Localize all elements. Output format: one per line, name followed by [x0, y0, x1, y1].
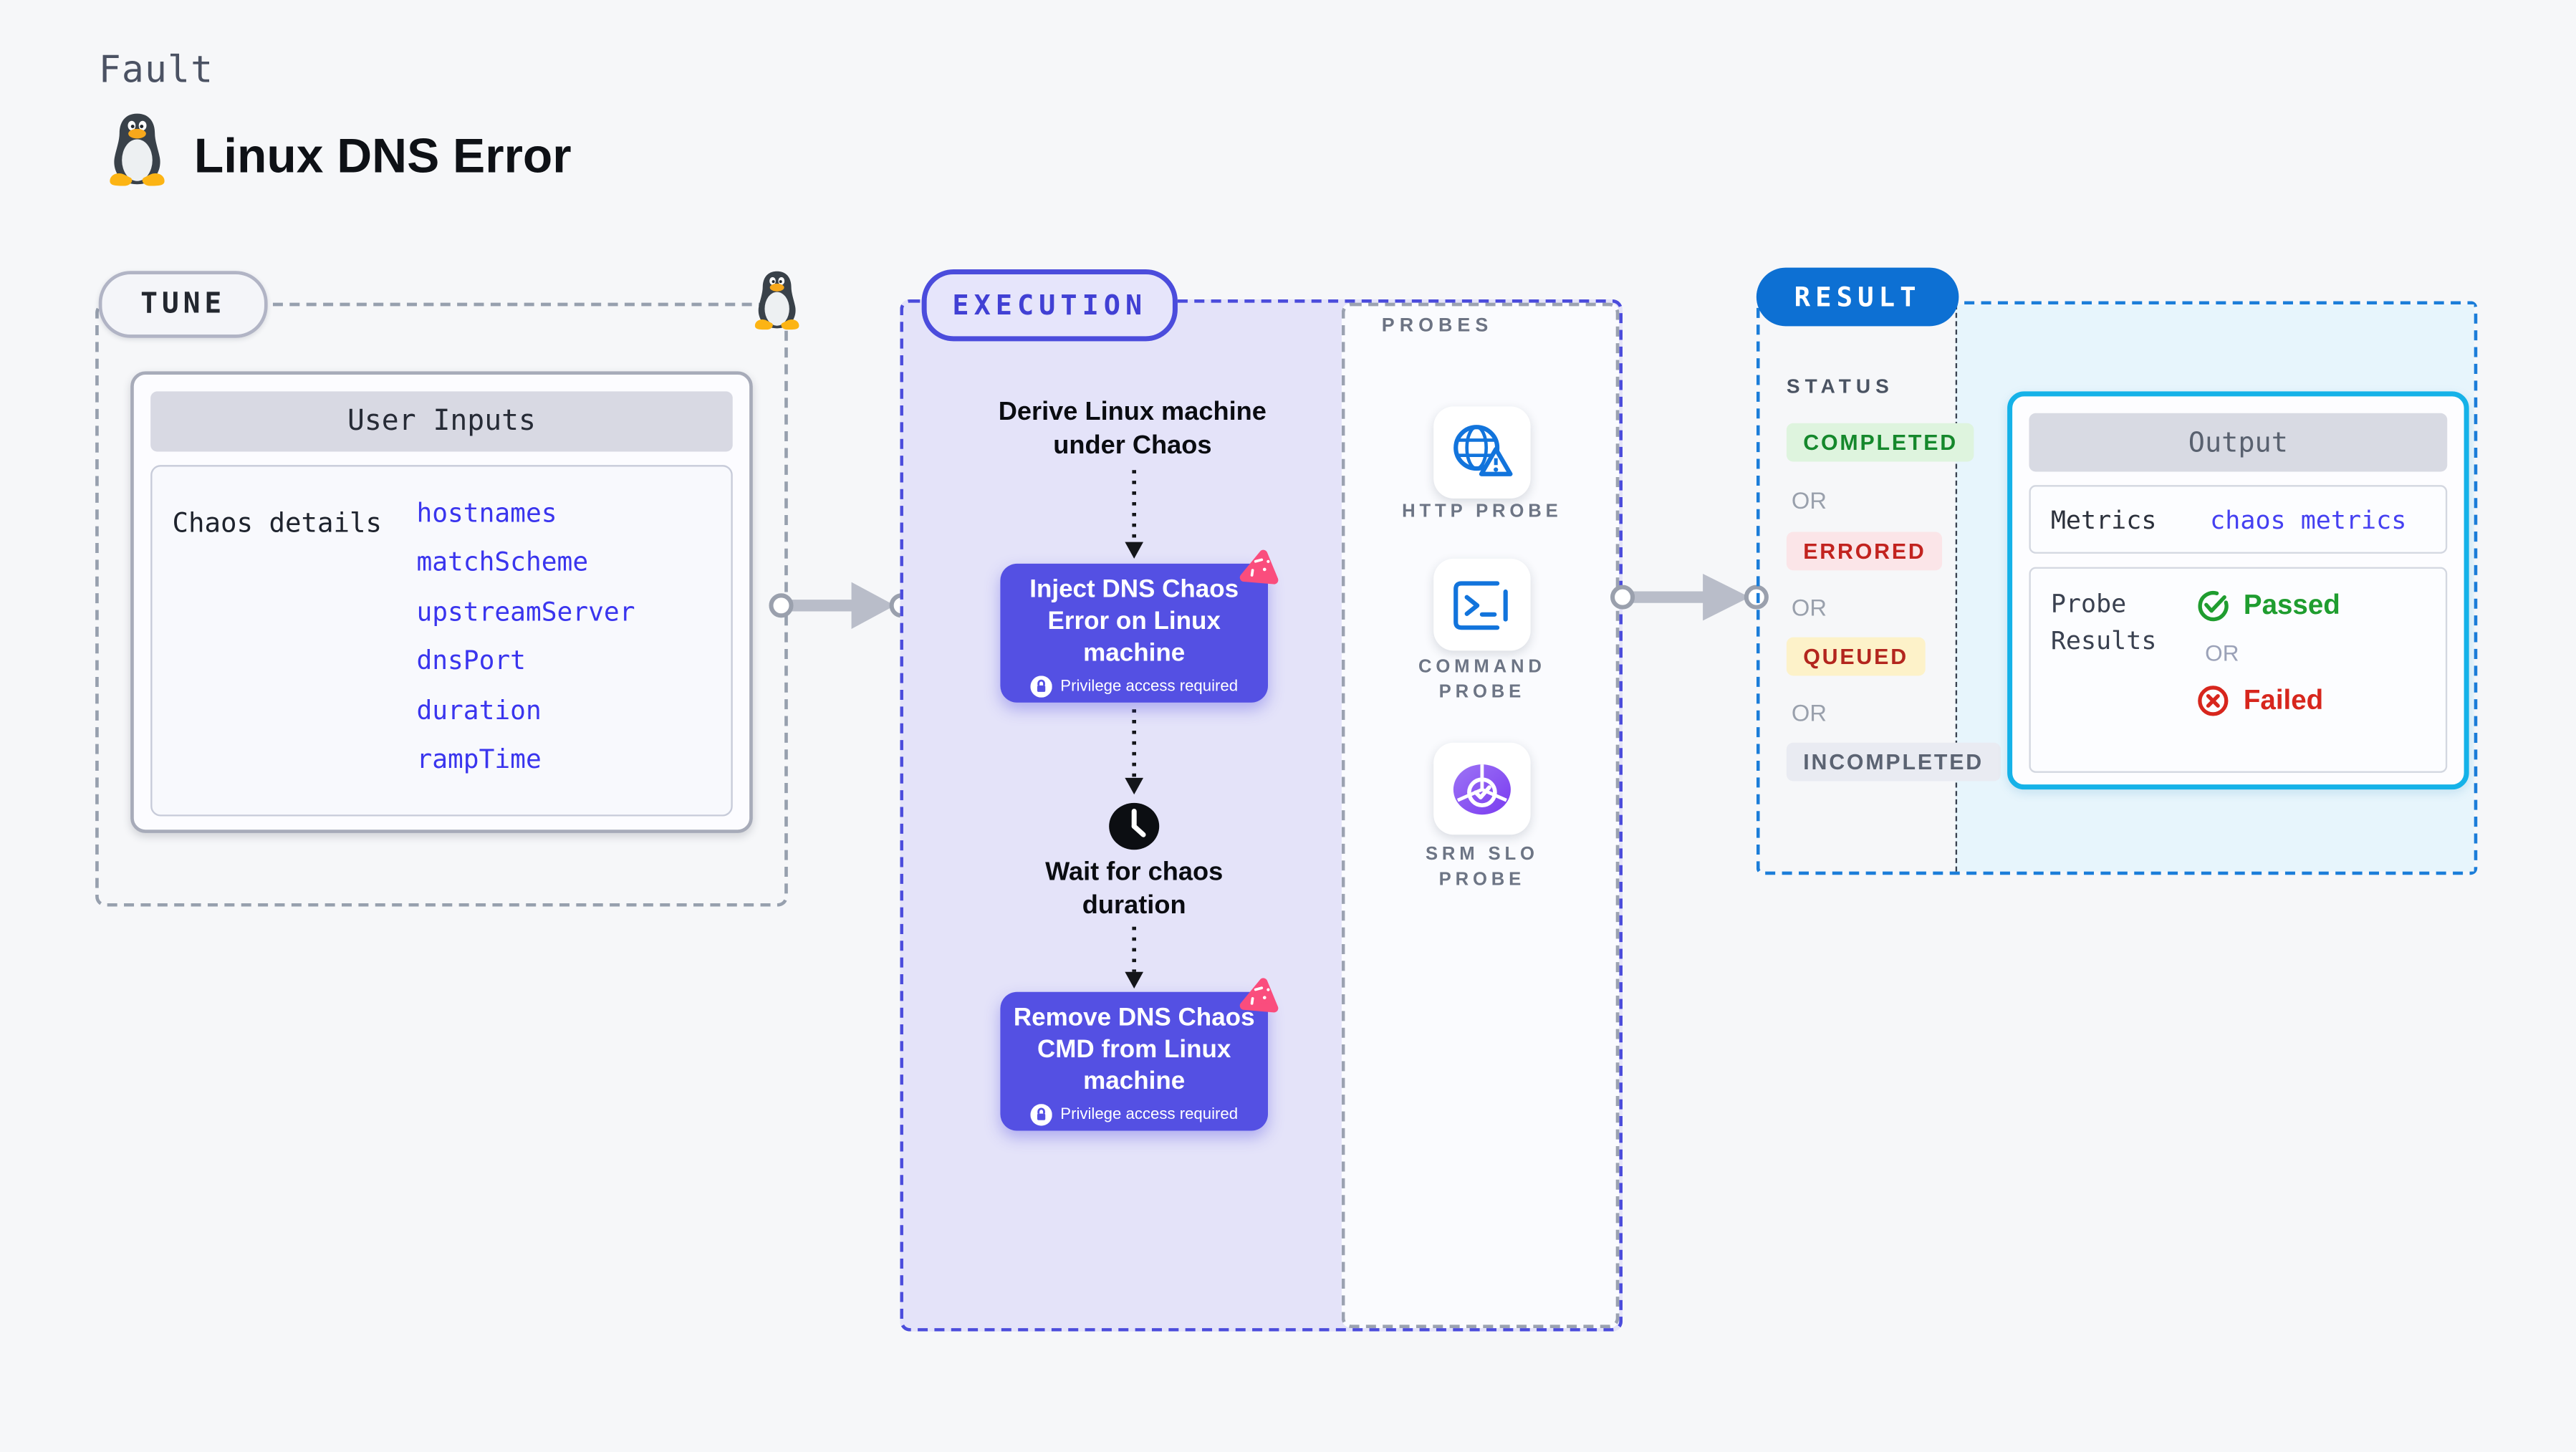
chaos-details-label: Chaos details [172, 506, 382, 539]
remove-chaos-node: Remove DNS Chaos CMD from Linux machine … [1000, 991, 1269, 1131]
clock-icon [1109, 802, 1160, 850]
input-value: rampTime [416, 744, 542, 775]
x-circle-icon [2198, 686, 2229, 716]
globe-warning-icon [1453, 423, 1513, 476]
tune-pill: TUNE [98, 271, 268, 338]
page-title: Linux DNS Error [193, 130, 572, 184]
execution-to-result-arrow [1610, 573, 1769, 621]
inject-chaos-node: Inject DNS Chaos Error on Linux machine … [1000, 563, 1269, 703]
slo-donut-icon [1453, 763, 1511, 814]
lock-icon [1030, 1102, 1052, 1125]
privilege-note-text: Privilege access required [1060, 1105, 1239, 1124]
chaos-fault-badge-icon [1239, 978, 1279, 1013]
srm-slo-probe-label: SRM SLO PROBE [1425, 845, 1539, 890]
or-separator: OR [1791, 593, 1827, 621]
status-badge-completed: COMPLETED [1786, 423, 1975, 462]
input-value: hostnames [416, 498, 557, 529]
linux-tux-icon [110, 113, 165, 186]
srm-slo-probe-card [1433, 742, 1531, 835]
result-pill: RESULT [1756, 267, 1959, 327]
privilege-note-text: Privilege access required [1060, 676, 1239, 696]
chaos-details-values: hostnames matchScheme upstreamServer dns… [416, 489, 635, 784]
input-value: dnsPort [416, 645, 526, 676]
check-circle-icon [2198, 591, 2229, 622]
status-badge-queued: QUEUED [1786, 637, 1926, 676]
user-inputs-body: Chaos details hostnames matchScheme upst… [150, 465, 733, 817]
or-separator: OR [1791, 699, 1827, 726]
status-heading: STATUS [1786, 375, 1894, 398]
passed-line: Passed [2196, 589, 2340, 622]
http-probe-label: HTTP PROBE [1402, 501, 1562, 522]
probe-results-values: Passed OR Failed [2196, 589, 2340, 754]
output-header: Output [2029, 413, 2448, 472]
input-value: matchScheme [416, 547, 589, 578]
tune-to-execution-arrow [769, 582, 914, 629]
step-wait-text: Wait for chaos duration [1045, 857, 1224, 920]
chaos-fault-badge-icon [1239, 549, 1279, 585]
metrics-label: Metrics [2050, 504, 2157, 535]
terminal-icon [1453, 580, 1508, 630]
flow-arrow-down-icon [1125, 709, 1144, 795]
passed-label: Passed [2243, 590, 2340, 620]
failed-label: Failed [2243, 685, 2324, 716]
metrics-value: chaos metrics [2210, 504, 2407, 535]
probe-results-label: Probe Results [2050, 588, 2157, 656]
input-value: upstreamServer [416, 597, 635, 628]
flow-arrow-down-icon [1125, 470, 1144, 559]
fault-kicker: Fault [98, 50, 214, 92]
remove-node-note: Privilege access required [1030, 1102, 1239, 1125]
inject-node-note: Privilege access required [1030, 675, 1239, 697]
flow-arrow-down-icon [1125, 926, 1144, 989]
user-inputs-card: User Inputs Chaos details hostnames matc… [130, 371, 753, 833]
probe-results-row: Probe Results Passed OR Faile [2029, 567, 2448, 773]
user-inputs-header: User Inputs [150, 391, 733, 452]
linux-tux-small-icon [754, 271, 799, 330]
inject-node-title: Inject DNS Chaos Error on Linux machine [1029, 574, 1239, 667]
step-derive-text: Derive Linux machine under Chaos [998, 398, 1267, 459]
status-badge-errored: ERRORED [1786, 532, 1943, 571]
http-probe-card [1433, 406, 1531, 499]
command-probe-label: COMMAND PROBE [1418, 657, 1546, 703]
output-card: Output Metrics chaos metrics Probe Resul… [2007, 391, 2469, 790]
lock-icon [1030, 675, 1052, 697]
or-separator: OR [1791, 486, 1827, 514]
metrics-row: Metrics chaos metrics [2029, 485, 2448, 554]
status-badge-incompleted: INCOMPLETED [1786, 742, 2001, 782]
failed-line: Failed [2196, 684, 2340, 718]
or-separator: OR [2205, 640, 2239, 666]
command-probe-card [1433, 558, 1531, 651]
input-value: duration [416, 695, 542, 726]
remove-node-title: Remove DNS Chaos CMD from Linux machine [1013, 1002, 1255, 1095]
execution-pill: EXECUTION [921, 269, 1178, 342]
probes-heading: PROBES [1381, 316, 1494, 337]
